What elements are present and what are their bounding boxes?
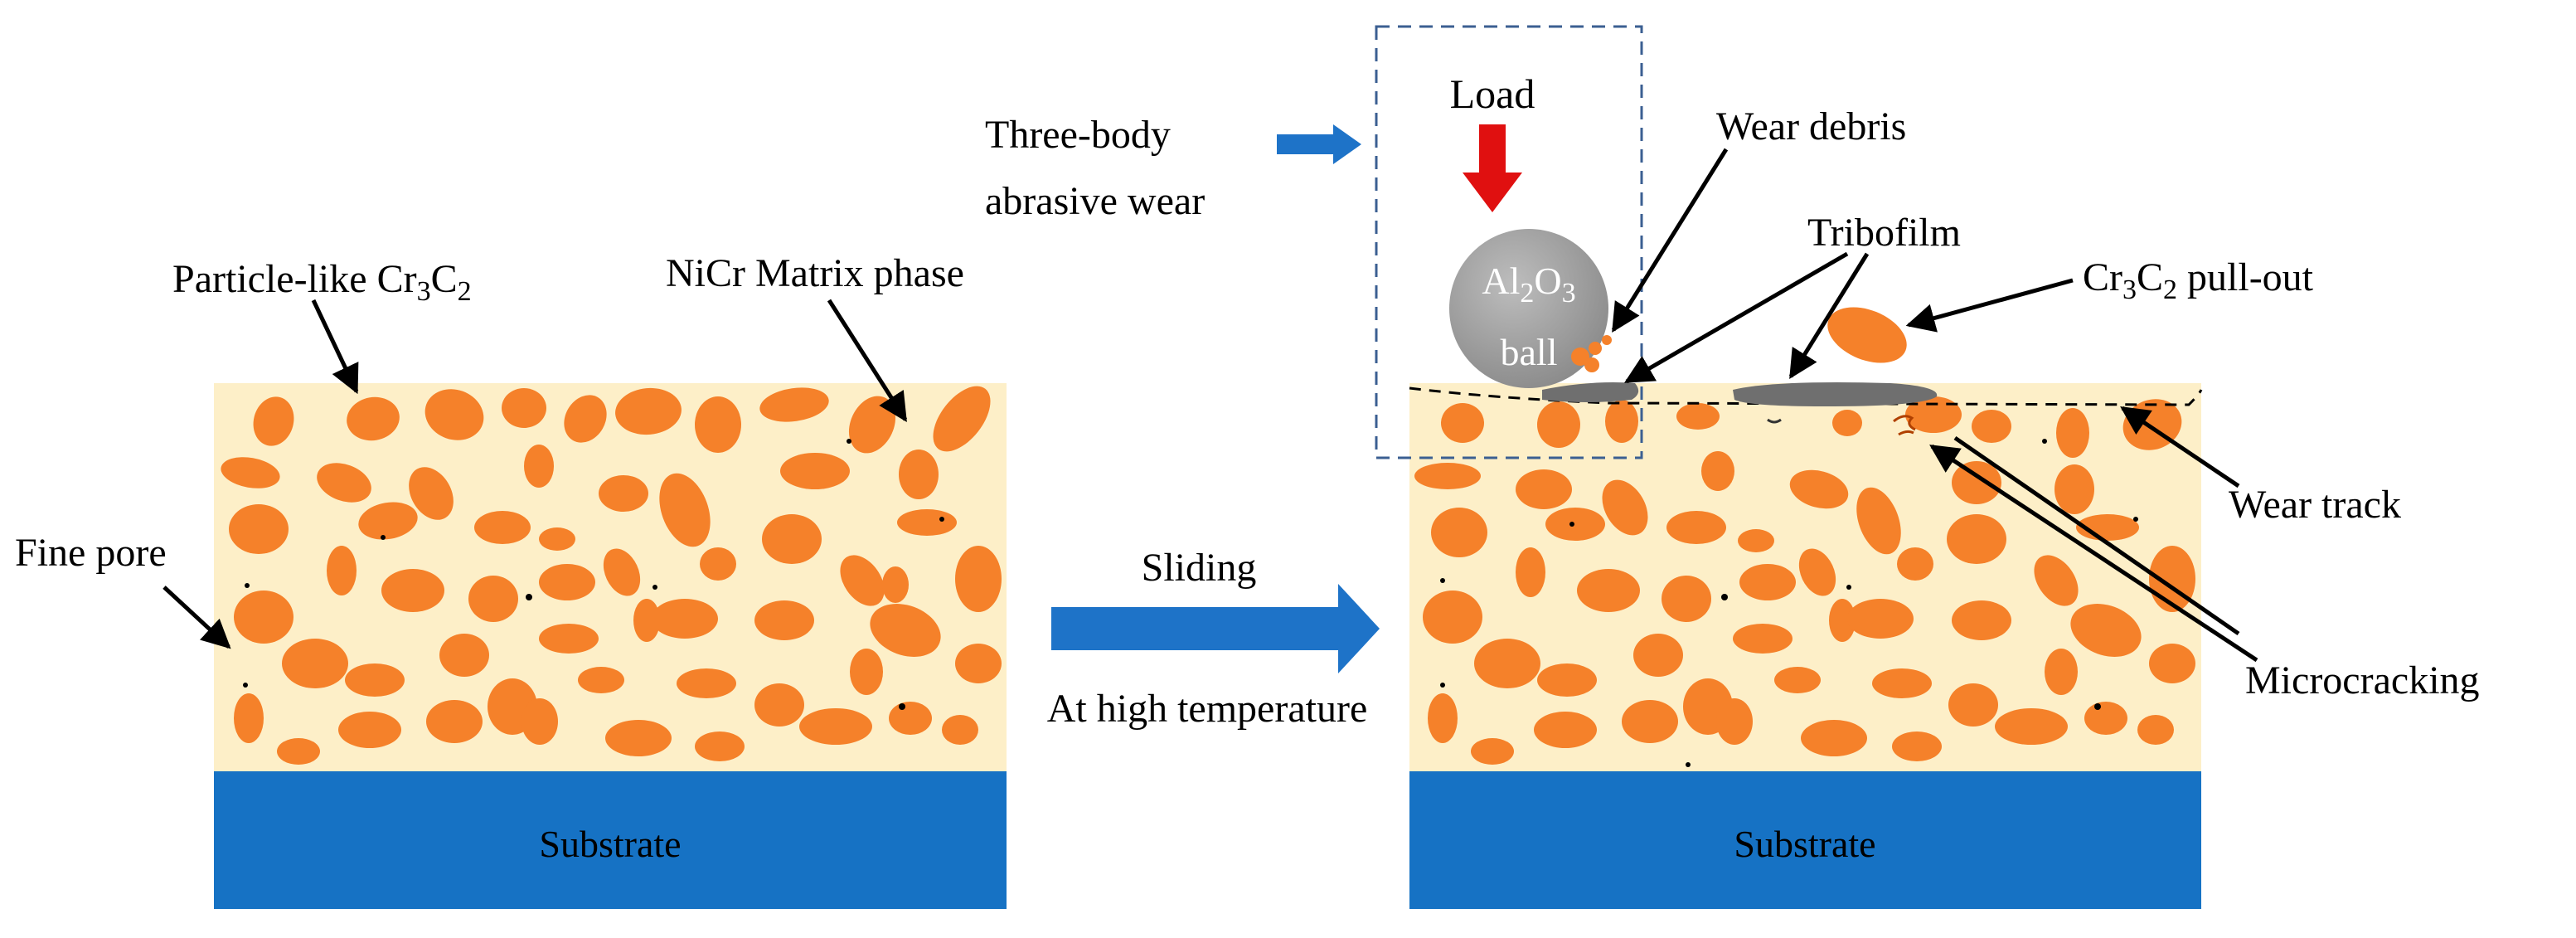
microcracking-arrow-2 [1953,435,2240,636]
pullout-particle [1827,307,1907,363]
ball-label-line2: ball [1501,331,1558,373]
wear-track-arrow [2120,406,2240,488]
microcracking-label: Microcracking [2245,659,2480,702]
process-arrow-group: Sliding At high temperature [1047,546,1380,731]
sliding-arrow [1051,584,1380,673]
ball-label-line1: Al2O3 [1482,260,1575,309]
pullout-label: Cr3C2 pull-out [2083,255,2314,305]
three-body-label-line1: Three-body [985,113,1171,157]
load-arrow [1463,124,1522,212]
particle-label: Particle-like Cr3C2 [172,257,472,307]
tribofilm-patch-2 [1733,382,1938,406]
left-fine-pores [243,439,944,710]
wear-debris-arrow [1611,148,1729,333]
load-label: Load [1450,70,1535,117]
three-body-highlight-box [1375,25,1643,459]
wear-debris-label: Wear debris [1716,104,1906,148]
three-body-arrow [1277,124,1361,164]
alumina-ball [1449,229,1608,388]
left-panel: Substrate [15,251,1007,909]
matrix-arrow [827,299,908,422]
pore-arrow [163,586,231,649]
microcrack [1893,415,1916,436]
pullout-arrow [1905,278,2074,333]
temperature-label: At high temperature [1047,687,1368,731]
matrix-label: NiCr Matrix phase [666,251,964,295]
right-fine-pores [1440,439,2138,767]
three-body-label-line2: abrasive wear [985,179,1205,223]
sliding-label: Sliding [1142,546,1257,590]
tribofilm-arrow-1 [1623,251,1849,384]
left-substrate-label: Substrate [539,823,681,865]
right-panel: Substrate [985,25,2480,909]
tribofilm-arrow-2 [1788,252,1870,379]
left-carbide-particles [221,386,1002,765]
microcrack-small [1767,418,1782,424]
right-substrate-label: Substrate [1734,823,1875,865]
pore-label: Fine pore [15,531,167,575]
tribofilm-label: Tribofilm [1807,211,1961,255]
right-substrate [1409,771,2201,909]
tribofilm-patch-1 [1542,382,1639,402]
wear-track-label: Wear track [2229,483,2401,527]
wear-debris-particles [1571,335,1612,372]
left-substrate [214,771,1007,909]
particle-arrow [311,299,359,395]
right-carbide-particles [1414,396,2195,765]
microcracking-arrow-1 [1929,444,2258,663]
